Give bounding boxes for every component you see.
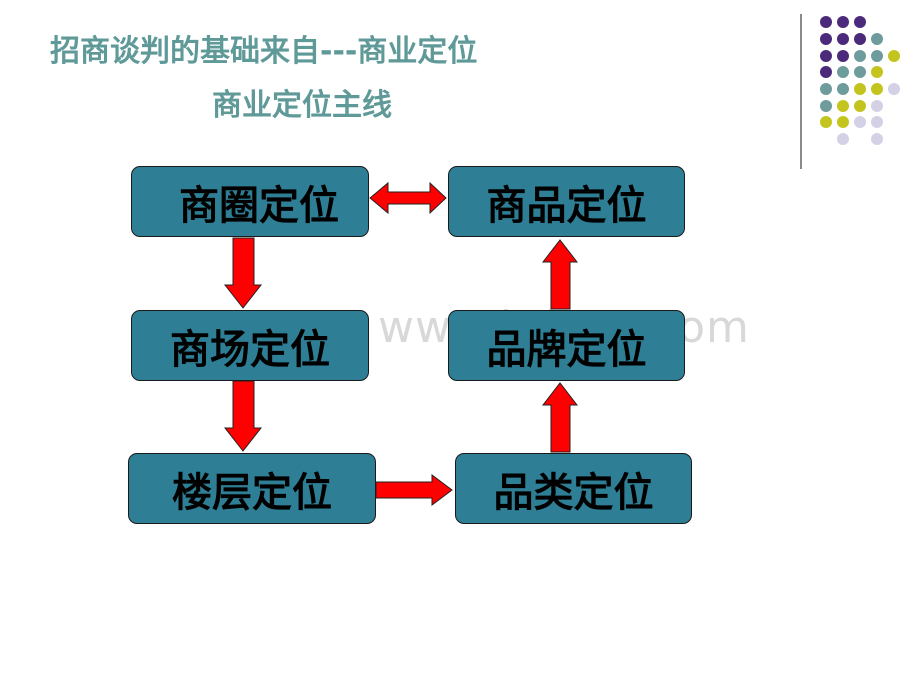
decor-dot bbox=[820, 16, 832, 28]
decorative-dot-grid bbox=[820, 16, 900, 145]
arrow-louceng-pinlei bbox=[375, 474, 453, 506]
arrow-pinlei-pinpai bbox=[541, 382, 579, 453]
decor-dot bbox=[837, 83, 849, 95]
decor-dot bbox=[888, 83, 900, 95]
decor-dot bbox=[888, 50, 900, 62]
slide-subtitle: 商业定位主线 bbox=[212, 88, 392, 123]
decor-dot bbox=[871, 66, 883, 78]
node-pinlei: 品类定位 bbox=[455, 453, 692, 524]
decor-dot bbox=[837, 16, 849, 28]
arrow-shangchang-louceng bbox=[223, 380, 263, 452]
decor-dot bbox=[871, 50, 883, 62]
decor-dot bbox=[837, 33, 849, 45]
decor-dot bbox=[854, 16, 866, 28]
decor-dot bbox=[854, 116, 866, 128]
decor-dot bbox=[820, 83, 832, 95]
node-shangpin: 商品定位 bbox=[448, 166, 685, 237]
decor-dot bbox=[837, 100, 849, 112]
decor-dot bbox=[854, 83, 866, 95]
decor-dot bbox=[871, 116, 883, 128]
decor-dot bbox=[871, 133, 883, 145]
node-shangquan: 商圈定位 bbox=[131, 166, 369, 237]
arrow-shangquan-shangpin bbox=[369, 181, 447, 215]
decor-dot bbox=[837, 50, 849, 62]
node-pinpai: 品牌定位 bbox=[448, 310, 685, 381]
decor-dot bbox=[854, 66, 866, 78]
slide-title: 招商谈判的基础来自---商业定位 bbox=[50, 34, 478, 69]
divider-line bbox=[800, 14, 802, 169]
arrow-pinpai-shangpin bbox=[541, 239, 579, 310]
decor-dot bbox=[854, 50, 866, 62]
decor-dot bbox=[837, 116, 849, 128]
node-louceng: 楼层定位 bbox=[128, 453, 376, 524]
decor-dot bbox=[871, 83, 883, 95]
decor-dot bbox=[820, 50, 832, 62]
decor-dot bbox=[837, 66, 849, 78]
decor-dot bbox=[854, 100, 866, 112]
decor-dot bbox=[871, 100, 883, 112]
decor-dot bbox=[837, 133, 849, 145]
decor-dot bbox=[820, 116, 832, 128]
decor-dot bbox=[820, 66, 832, 78]
decor-dot bbox=[871, 33, 883, 45]
decor-dot bbox=[820, 100, 832, 112]
node-shangchang: 商场定位 bbox=[131, 310, 369, 381]
decor-dot bbox=[820, 33, 832, 45]
decor-dot bbox=[854, 33, 866, 45]
arrow-shangquan-shangchang bbox=[223, 237, 263, 309]
